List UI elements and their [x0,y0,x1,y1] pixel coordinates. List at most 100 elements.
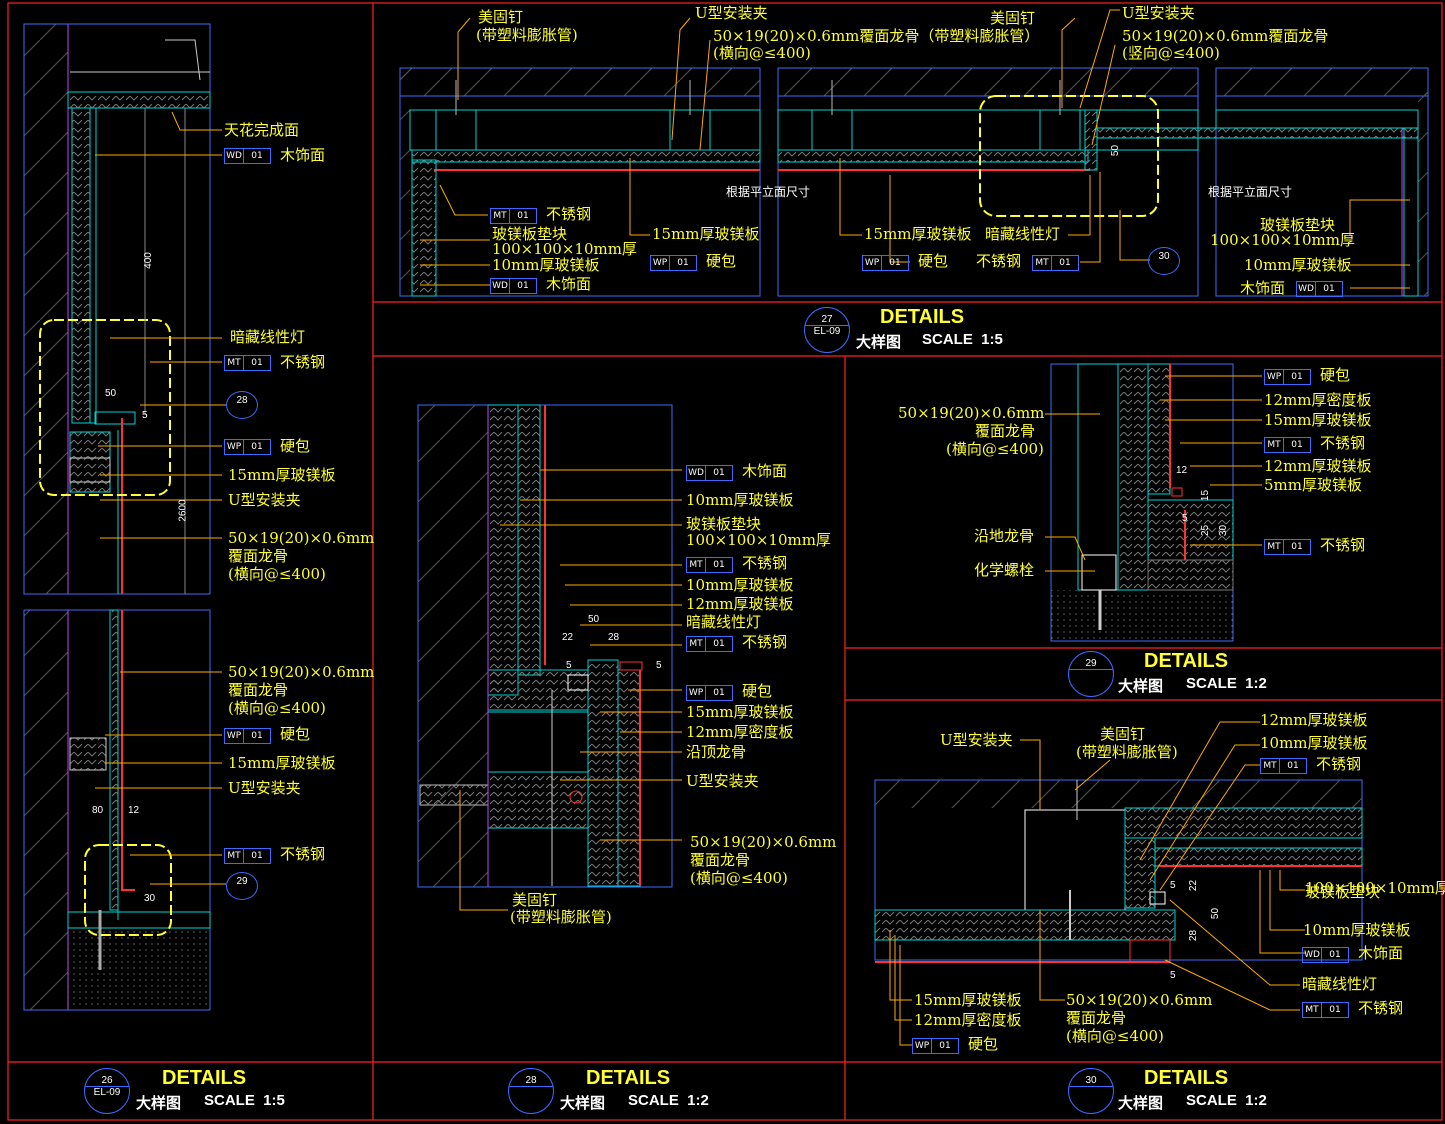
dimension: 15 [1200,489,1212,502]
label-keel-2: 覆面龙骨 [228,547,289,565]
label-nail-sub: (带塑料膨胀管) [476,26,578,44]
detail-number-circle: 30 [1068,1068,1114,1114]
label-stainless: 不锈钢 [976,252,1022,270]
label-hidden-light: 暗藏线性灯 [1302,975,1378,993]
label-stainless: 不锈钢 [546,205,592,223]
detail-ref-circle: 30 [1148,247,1180,275]
label-mgo15: 15mm厚玻镁板 [864,225,972,243]
label-mgo10: 10mm厚玻镁板 [686,576,794,594]
dimension: 5 [1170,970,1176,981]
dimension: 28 [1188,929,1200,942]
dimension: 50 [1110,144,1122,157]
label-stainless: 不锈钢 [280,353,326,371]
label-density12: 12mm厚密度板 [914,1011,1022,1029]
label-u-clip: U型安装夹 [228,491,301,509]
detail-scale: SCALE 1:2 [1186,1092,1267,1109]
detail-subtitle: 大样图 [136,1095,182,1112]
label-u-clip: U型安装夹 [1122,4,1195,22]
label-pad-1: 玻镁板垫块 [492,225,568,243]
label-keel-1: 50×19(20)×0.6mm [898,404,1045,422]
label-wood-finish: 木饰面 [1358,944,1404,962]
label-pad-2: 100×100×10mm厚 [686,531,831,549]
detail-title: DETAILS [1144,650,1229,672]
detail-subtitle: 大样图 [1118,678,1164,695]
label-hardpack: 硬包 [968,1035,999,1053]
label-u-clip: U型安装夹 [940,731,1013,749]
label-mgo10: 10mm厚玻镁板 [1303,921,1411,939]
label-nail: 美固钉 [512,891,558,909]
dimension: 2600 [177,499,189,522]
label-stainless: 不锈钢 [742,633,788,651]
label-pad-2: 100×100×10mm厚 [1210,231,1355,249]
detail-title: DETAILS [1144,1067,1229,1089]
detail-27-drawing [399,67,1429,297]
label-hidden-light: 暗藏线性灯 [686,613,762,631]
label-hardpack: 硬包 [918,252,949,270]
label-mgo15: 15mm厚玻镁板 [228,754,336,772]
label-keel-top: 50×19(20)×0.6mm覆面龙骨（带塑料膨胀管） [713,27,1040,45]
dimension: 25 [1200,524,1212,537]
dimension: 5 [656,660,662,671]
detail-scale: SCALE 1:2 [1186,675,1267,692]
label-mgo10: 10mm厚玻镁板 [492,256,600,274]
detail-number-circle: 29 [1068,651,1114,697]
label-mgo10: 10mm厚玻镁板 [686,491,794,509]
label-mgo15: 15mm厚玻镁板 [914,991,1022,1009]
label-keel-vertical-2: (竖向@≤400) [1122,44,1220,62]
label-keel-top-2: (横向@≤400) [713,44,811,62]
detail-number-circle: 28 [508,1068,554,1114]
label-per-plan: 根据平立面尺寸 [726,185,811,199]
label-stainless: 不锈钢 [1320,434,1366,452]
dimension: 400 [142,252,154,269]
label-wood-finish: 木饰面 [280,146,326,164]
label-hidden-light: 暗藏线性灯 [985,225,1061,243]
label-density12: 12mm厚密度板 [1264,391,1372,409]
label-stainless: 不锈钢 [1316,755,1362,773]
label-keel-3: (横向@≤400) [228,565,326,583]
label-keel-2: 覆面龙骨 [690,851,751,869]
label-hidden-light: 暗藏线性灯 [230,328,306,346]
label-density12: 12mm厚密度板 [686,723,794,741]
label-u-clip: U型安装夹 [228,779,301,797]
dimension: 22 [562,632,574,643]
label-wood-finish: 木饰面 [546,275,592,293]
label-chem-bolt: 化学螺栓 [974,561,1035,579]
detail-29-drawing [1050,363,1234,642]
label-ceiling-finish: 天花完成面 [224,121,300,139]
dimension: 5 [566,660,572,671]
dimension: 50 [1210,907,1222,920]
detail-28-leaders [459,469,682,911]
detail-28-drawing [417,404,673,888]
detail-scale: SCALE 1:5 [922,331,1003,348]
label-nail-sub: (带塑料膨胀管) [510,908,612,926]
detail-title: DETAILS [880,306,965,328]
detail-subtitle: 大样图 [560,1095,606,1112]
sheet-frame [7,2,1443,1121]
label-keel-3: (横向@≤400) [1066,1027,1164,1045]
label-hardpack: 硬包 [280,725,311,743]
dimension: 22 [1188,879,1200,892]
dimension: 28 [608,632,620,643]
label-per-plan: 根据平立面尺寸 [1208,185,1293,199]
detail-26-leaders [95,111,226,885]
label-nail: 美固钉 [1100,725,1146,743]
label-mgo15: 15mm厚玻镁板 [1264,411,1372,429]
dimension: 50 [105,388,117,399]
label-keel-vertical: 50×19(20)×0.6mm覆面龙骨 [1122,27,1329,45]
